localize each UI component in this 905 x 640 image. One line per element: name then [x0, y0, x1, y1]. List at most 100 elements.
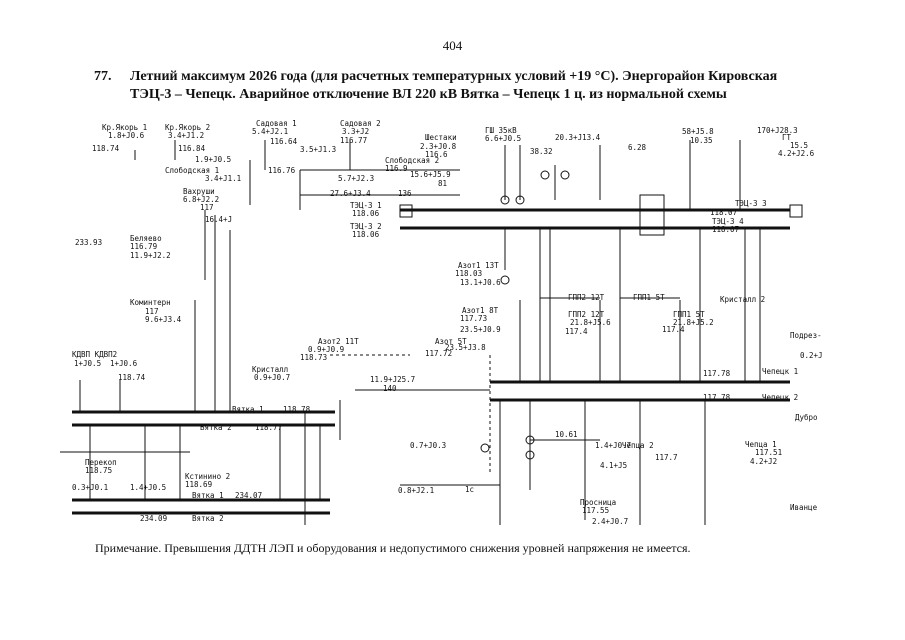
- page-number: 404: [442, 38, 463, 53]
- diagram-value-label: 13.1+J0.6: [460, 278, 501, 287]
- label-chepetsk2: Чепецк 2: [762, 393, 798, 402]
- diagram-value-label: 117.4: [662, 325, 685, 334]
- diagram-value-label: 21.8+J5.6: [570, 318, 611, 327]
- label-vakhrushi: Вахруши: [183, 187, 215, 196]
- diagram-value-label: 3.4+J1.1: [205, 174, 241, 183]
- label-kristall2: Кристалл 2: [720, 295, 765, 304]
- diagram-value-label: 3.4+J1.2: [168, 131, 204, 140]
- diagram-value-label: 0.9+J0.7: [254, 373, 290, 382]
- diagram-value-label: 11.9+J25.7: [370, 375, 415, 384]
- diagram-value-label: 118.07: [712, 225, 739, 234]
- diagram-value-label: 38.32: [530, 147, 553, 156]
- diagram-value-label: 118.03: [455, 269, 482, 278]
- section-number: 77.: [94, 69, 112, 84]
- diagram-value-label: 136: [398, 189, 412, 198]
- label-azot1-8t: Азот1 8Т: [462, 306, 499, 315]
- diagram-value-label: 170+J28.3: [757, 126, 798, 135]
- diagram-value-label: 0.3+J0.1: [72, 483, 108, 492]
- diagram-value-label: 3.3+J2: [342, 127, 369, 136]
- diagram-value-label: 117.78: [703, 369, 731, 378]
- label-kr-yakor2: Кр.Якорь 2: [165, 123, 210, 132]
- diagram-value-label: 1c: [465, 485, 474, 494]
- diagram-value-label: 1+J0.5: [74, 359, 101, 368]
- label-slob1: Слободская 1: [165, 166, 219, 175]
- label-shestaki: Шестаки: [425, 133, 457, 142]
- label-tec3-3: ТЭЦ-3 3: [735, 199, 767, 208]
- diagram-value-label: 5.7+J2.3: [338, 174, 374, 183]
- diagram-value-label: 6.28: [628, 143, 647, 152]
- label-kristall: Кристалл: [252, 365, 288, 374]
- diagram-value-label: 116.6: [425, 150, 448, 159]
- diagram-value-label: 4.2+J2.6: [778, 149, 815, 158]
- label-vyatka1: Вятка 1: [232, 405, 264, 414]
- diagram-value-label: 4.1+J5: [600, 461, 627, 470]
- diagram-value-label: 27.6+J3.4: [330, 189, 371, 198]
- diagram-value-label: 118.78: [283, 405, 311, 414]
- diagram-value-label: 0.7+J0.3: [410, 441, 446, 450]
- diagram-value-label: 21.8+J5.2: [673, 318, 714, 327]
- diagram-value-label: 117.55: [582, 506, 609, 515]
- diagram-value-label: 1+J0.6: [110, 359, 138, 368]
- label-gesh35: ГШ 35кВ: [485, 126, 517, 135]
- diagram-value-label: 116.9: [385, 164, 408, 173]
- diagram-value-label: 23.5+J3.8: [445, 343, 486, 352]
- diagram-value-label: 118.74: [92, 144, 120, 153]
- label-chepets2: Чепца 2: [622, 441, 654, 450]
- diagram-value-label: 118.07: [710, 208, 737, 217]
- diagram-value-label: 116.76: [268, 166, 296, 175]
- label-chepets1: Чепца 1: [745, 440, 777, 449]
- diagram-value-label: 1.4+J0.5: [130, 483, 166, 492]
- label-azot2: Азот2 11Т: [318, 337, 359, 346]
- label-podrez: Подрез-: [790, 331, 822, 340]
- title-line-1: Летний максимум 2026 года (для расчетных…: [130, 69, 778, 84]
- node-labels: Кр.Якорь 1 1.8+J0.6 118.74 Кр.Якорь 2 3.…: [72, 119, 823, 526]
- label-tec3-2: ТЭЦ-3 2: [350, 222, 382, 231]
- transformer-symbols: [399, 170, 803, 460]
- label-belyaevo: Беляево: [130, 234, 162, 243]
- label-vyatka-b2: Вятка 2: [192, 514, 224, 523]
- feeder-lines: [60, 140, 761, 525]
- diagram-value-label: 117.78: [703, 393, 731, 402]
- diagram-value-label: 117.73: [460, 314, 487, 323]
- label-gpp2: ГПП2 12Т: [568, 293, 605, 302]
- label-pt: 58+J5.8: [682, 127, 714, 136]
- label-kominterna: Коминтерн: [130, 298, 171, 307]
- label-slob2: Слободская 2: [385, 156, 439, 165]
- label-gt: ГТ: [782, 133, 792, 142]
- diagram-value-label: 0.8+J2.1: [398, 486, 434, 495]
- diagram-value-label: 118.75: [85, 466, 112, 475]
- diagram-value-label: 116.77: [340, 136, 367, 145]
- title-line-2: ТЭЦ-3 – Чепецк. Аварийное отключение ВЛ …: [130, 87, 727, 102]
- diagram-value-label: 118.77: [255, 423, 282, 432]
- label-sadovaya2: Садовая 2: [340, 119, 381, 128]
- label-tec3-4: ТЭЦ-3 4: [712, 217, 744, 226]
- footnote: Примечание. Превышения ДДТН ЛЭП и оборуд…: [95, 541, 691, 555]
- diagram-value-label: 6.6+J0.5: [485, 134, 521, 143]
- diagram-value-label: 5.4+J2.1: [252, 127, 288, 136]
- label-kdvp: КДВП КДВП2: [72, 350, 117, 359]
- diagram-value-label: 1.8+J0.6: [108, 131, 145, 140]
- diagram-value-label: 117: [200, 203, 214, 212]
- label-vyatka2: Вятка 2: [200, 423, 232, 432]
- diagram-value-label: ГПП2 12Т: [568, 310, 605, 319]
- diagram-value-label: 0.9+J0.9: [308, 345, 344, 354]
- label-ivantsi: Иванце: [790, 503, 818, 512]
- label-sadovaya1: Садовая 1: [256, 119, 297, 128]
- diagram-value-label: 4.2+J2: [750, 457, 777, 466]
- diagram-value-label: 16.4+J: [205, 215, 232, 224]
- diagram-value-label: 0.2+J: [800, 351, 823, 360]
- diagram-value-label: 15.6+J5.9: [410, 170, 451, 179]
- diagram-value-label: 116.79: [130, 242, 157, 251]
- diagram-value-label: 118.69: [185, 480, 212, 489]
- label-kstinino2: Кстинино 2: [185, 472, 230, 481]
- diagram-value-label: 116.84: [178, 144, 206, 153]
- diagram-value-label: 116.64: [270, 137, 298, 146]
- label-perekop: Перекоп: [85, 458, 117, 467]
- diagram-value-label: 23.5+J0.9: [460, 325, 501, 334]
- diagram-value-label: 117.51: [755, 448, 782, 457]
- label-vyatka-b1: Вятка 1: [192, 491, 224, 500]
- label-chepetsk1: Чепецк 1: [762, 367, 798, 376]
- diagram-value-label: 1.9+J0.5: [195, 155, 231, 164]
- diagram-value-label: 234.09: [140, 514, 167, 523]
